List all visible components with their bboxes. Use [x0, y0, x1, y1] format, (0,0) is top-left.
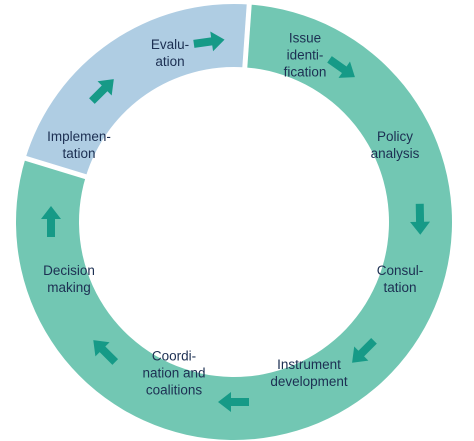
ring-divider-left [20, 154, 91, 181]
stage-label-implementation: Implemen- tation [47, 129, 111, 161]
cycle-arrow-icon [93, 340, 119, 365]
stage-label-coordination-and-coalitions: Coordi- nation and coalitions [142, 348, 206, 398]
stage-label-consultation: Consul- tation [376, 263, 424, 295]
cycle-arrow-icon [89, 79, 114, 104]
cycle-arrow-icon [327, 56, 355, 78]
ring-segment-evaluation-implementation [25, 4, 250, 177]
cycle-arrow-icon [41, 206, 61, 237]
stage-label-decision-making: Decision making [43, 263, 95, 295]
cycle-arrow-icon [218, 392, 249, 412]
stage-label-policy-analysis: Policy analysis [370, 129, 420, 161]
cycle-arrows [41, 31, 431, 412]
ring-divider-top [242, 0, 252, 72]
cycle-arrow-icon [352, 337, 377, 363]
cycle-arrow-icon [410, 203, 431, 235]
stage-label-evaluation: Evalu- ation [150, 37, 190, 69]
cycle-arrow-icon [193, 31, 225, 52]
stage-label-instrument-development: Instrument development [270, 357, 348, 389]
stage-label-issue-identification: Issue identi- fication [283, 30, 327, 80]
